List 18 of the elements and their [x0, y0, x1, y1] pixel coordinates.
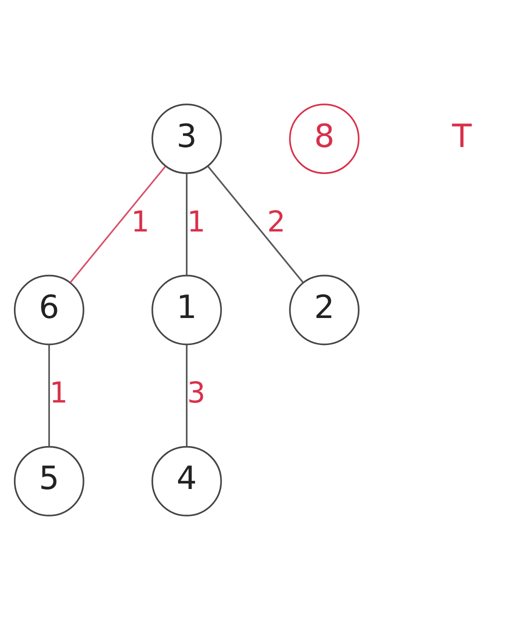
connector [48, 344, 50, 446]
node-circle: 1 [152, 274, 222, 346]
node-circle: 3 [152, 104, 222, 174]
connector [208, 166, 304, 283]
node-circle: 6 [14, 274, 84, 346]
connector [70, 166, 166, 283]
node-circle: 8 [289, 104, 360, 174]
node-circle: 4 [152, 446, 222, 516]
edge-label: 1 [131, 204, 150, 238]
node-circle: 2 [289, 274, 360, 346]
edge-label: 1 [50, 376, 68, 410]
label: T [452, 116, 472, 155]
connector [186, 344, 188, 446]
node-circle: 5 [14, 446, 84, 516]
edge-label: 3 [187, 376, 206, 410]
connector [186, 174, 188, 276]
edge-label: 2 [267, 204, 286, 238]
edge-label: 1 [187, 204, 206, 238]
